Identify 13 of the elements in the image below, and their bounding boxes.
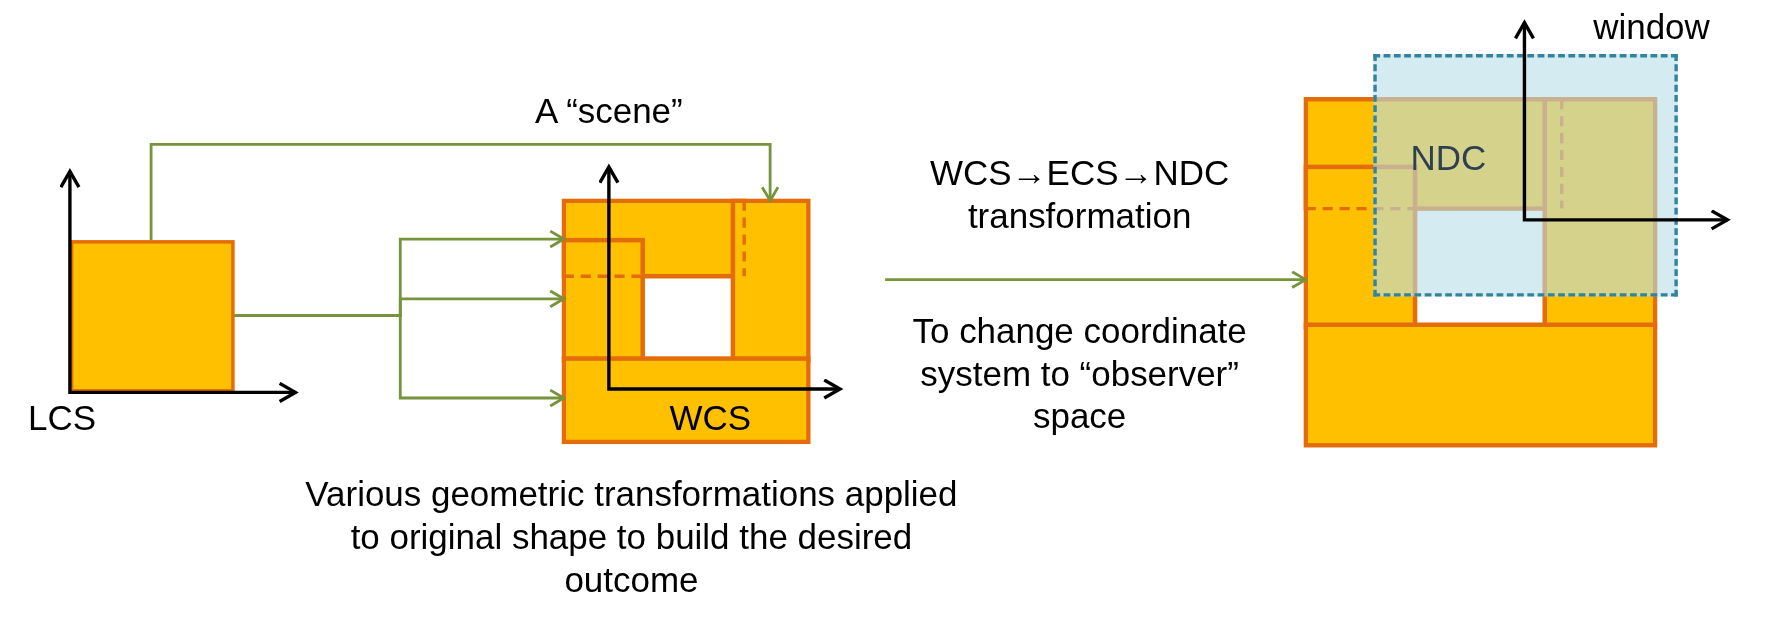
window-caption: window	[1593, 6, 1710, 50]
view-drawing	[1303, 96, 1658, 448]
arrow	[885, 270, 1308, 289]
arrow	[234, 314, 566, 408]
square-shape	[69, 240, 235, 393]
description-text: To change coordinate system to “observer” space	[911, 310, 1248, 439]
window-frame	[1373, 54, 1678, 297]
node-label: NDC	[1410, 138, 1487, 180]
axis-label: WCS	[668, 397, 753, 440]
scene-drawing	[561, 198, 811, 445]
arrow	[149, 142, 780, 241]
axis-label: LCS	[27, 397, 97, 440]
description-text: Various geometric transformations applied to original shape to build the desired outcome	[304, 473, 959, 602]
